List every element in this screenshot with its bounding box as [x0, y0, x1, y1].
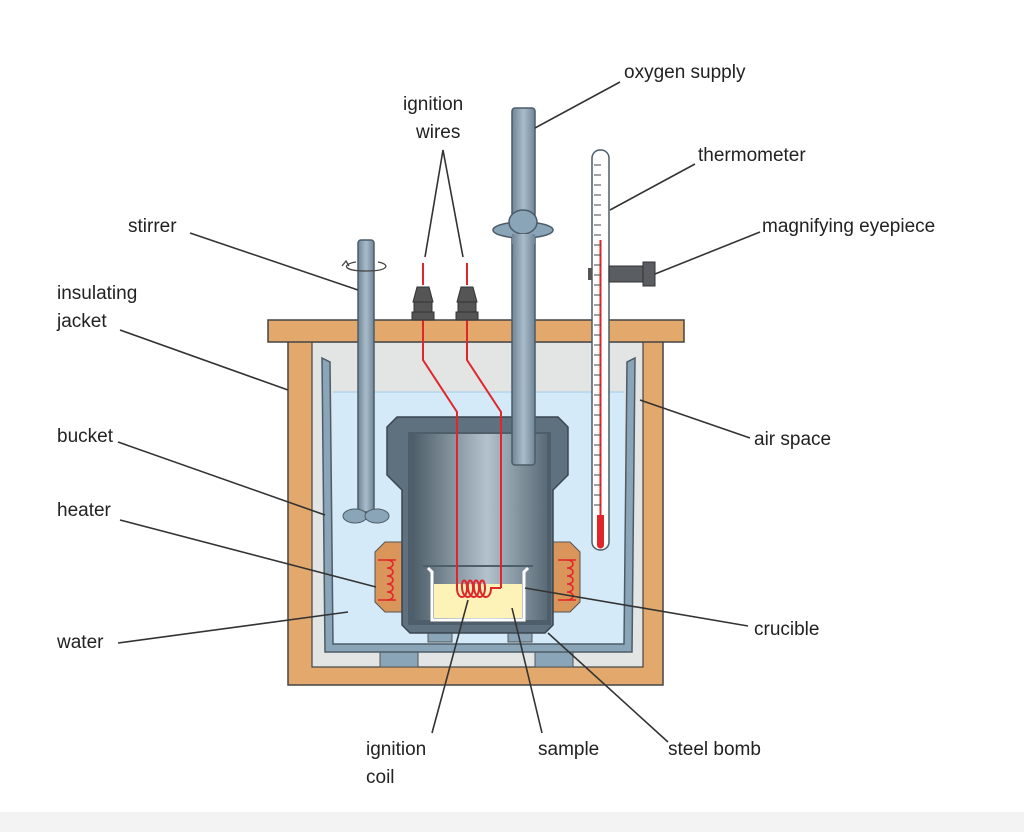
label-water: water	[56, 632, 104, 653]
label-sample: sample	[538, 739, 599, 760]
label-heater: heater	[57, 500, 112, 521]
oxygen-supply-tube	[492, 107, 554, 466]
label-insulating-jacket: insulating	[57, 283, 137, 304]
label-air-space: air space	[754, 429, 831, 450]
label-stirrer: stirrer	[128, 216, 177, 237]
ignition-wires	[422, 263, 502, 598]
label-crucible: crucible	[754, 619, 819, 640]
bucket-foot	[379, 651, 419, 668]
label-ignition-wires: wires	[415, 122, 460, 143]
label-magnifying-eyepiece: magnifying eyepiece	[762, 216, 935, 237]
ignition-connector	[411, 286, 479, 321]
bottom-strip	[0, 812, 1024, 832]
label-oxygen-supply: oxygen supply	[624, 62, 746, 83]
leader-lines	[117, 81, 761, 743]
label-steel-bomb: steel bomb	[668, 739, 761, 760]
label-bucket: bucket	[57, 426, 114, 447]
label-ignition-coil: coil	[366, 767, 395, 788]
bucket	[321, 356, 636, 653]
label-thermometer: thermometer	[698, 145, 806, 166]
label-ignition-wires: ignition	[403, 94, 463, 115]
bucket-foot	[534, 651, 574, 668]
magnifying-eyepiece	[588, 261, 656, 287]
thermometer	[591, 149, 610, 551]
label-ignition-coil: ignition	[366, 739, 426, 760]
stirrer	[341, 239, 390, 524]
label-insulating-jacket: jacket	[56, 311, 107, 332]
